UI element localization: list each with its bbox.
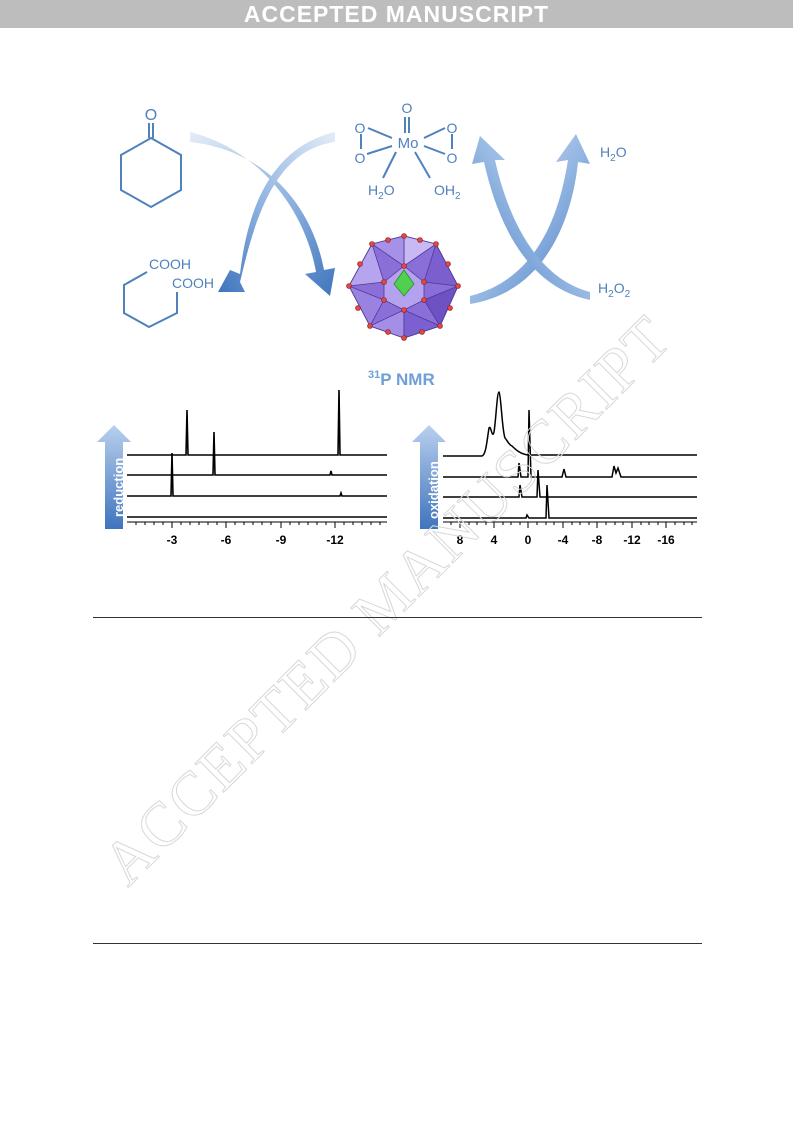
mo-oxo-oxygen: O	[402, 100, 413, 116]
bottom-rule	[93, 943, 702, 944]
right-tick-label: -12	[623, 533, 641, 547]
mo-peroxo-o3: O	[447, 120, 458, 136]
cyclohexanone-structure	[120, 123, 182, 209]
accepted-manuscript-banner: ACCEPTED MANUSCRIPT	[0, 0, 793, 28]
right-tick-label: -4	[558, 533, 569, 547]
left-tick-label: -12	[326, 533, 344, 547]
right-spectrum-traces	[443, 391, 697, 519]
top-rule	[93, 617, 702, 618]
oxidation-label: oxidation	[426, 461, 441, 519]
oxidation-arrow: oxidation	[412, 425, 446, 529]
right-tick-label: 4	[491, 533, 498, 547]
right-tick-label: 8	[457, 533, 464, 547]
right-tick-label: -16	[657, 533, 675, 547]
left-tick-label: -9	[276, 533, 287, 547]
ketone-oxygen-label: O	[145, 107, 157, 124]
left-spectrum-traces	[127, 389, 387, 518]
mo-peroxo-o4: O	[447, 150, 458, 166]
adipic-acid-structure	[123, 271, 178, 329]
left-tick-label: -3	[167, 533, 178, 547]
left-axis-ticks	[135, 522, 381, 528]
right-tick-label: 0	[525, 533, 532, 547]
reduction-label: reduction	[111, 458, 126, 517]
reduction-arrow: reduction	[97, 425, 131, 529]
peroxide-reagent-label: H2O2	[598, 280, 631, 300]
mo-water-right: OH2	[434, 182, 461, 202]
left-spectrum-panel: reduction -3 -6	[97, 389, 387, 547]
nmr-title: 31P NMR	[368, 369, 435, 389]
right-crossing-arrows	[470, 134, 590, 304]
mo-peroxo-o2: O	[355, 150, 366, 166]
acid-label-top: COOH	[149, 256, 191, 272]
right-tick-labels: 8 4 0 -4 -8 -12 -16	[457, 533, 675, 547]
banner-text: ACCEPTED MANUSCRIPT	[243, 1, 550, 27]
right-tick-label: -8	[592, 533, 603, 547]
water-product-label: H2O	[600, 144, 627, 164]
left-crossing-arrows	[190, 132, 335, 296]
left-tick-labels: -3 -6 -9 -12	[167, 533, 344, 547]
right-axis-ticks	[450, 522, 693, 528]
mo-center-label: Mo	[398, 135, 419, 152]
right-spectrum-panel: oxidation 8	[412, 391, 697, 547]
left-tick-label: -6	[221, 533, 232, 547]
polyoxometalate-cluster	[346, 233, 461, 341]
watermark-text: ACCEPTED MANUSCRIPT	[90, 303, 685, 898]
molybdenum-peroxo-complex	[360, 117, 453, 179]
acid-label-bottom: COOH	[172, 275, 214, 291]
mo-water-left: H2O	[368, 182, 395, 202]
mo-peroxo-o1: O	[355, 120, 366, 136]
